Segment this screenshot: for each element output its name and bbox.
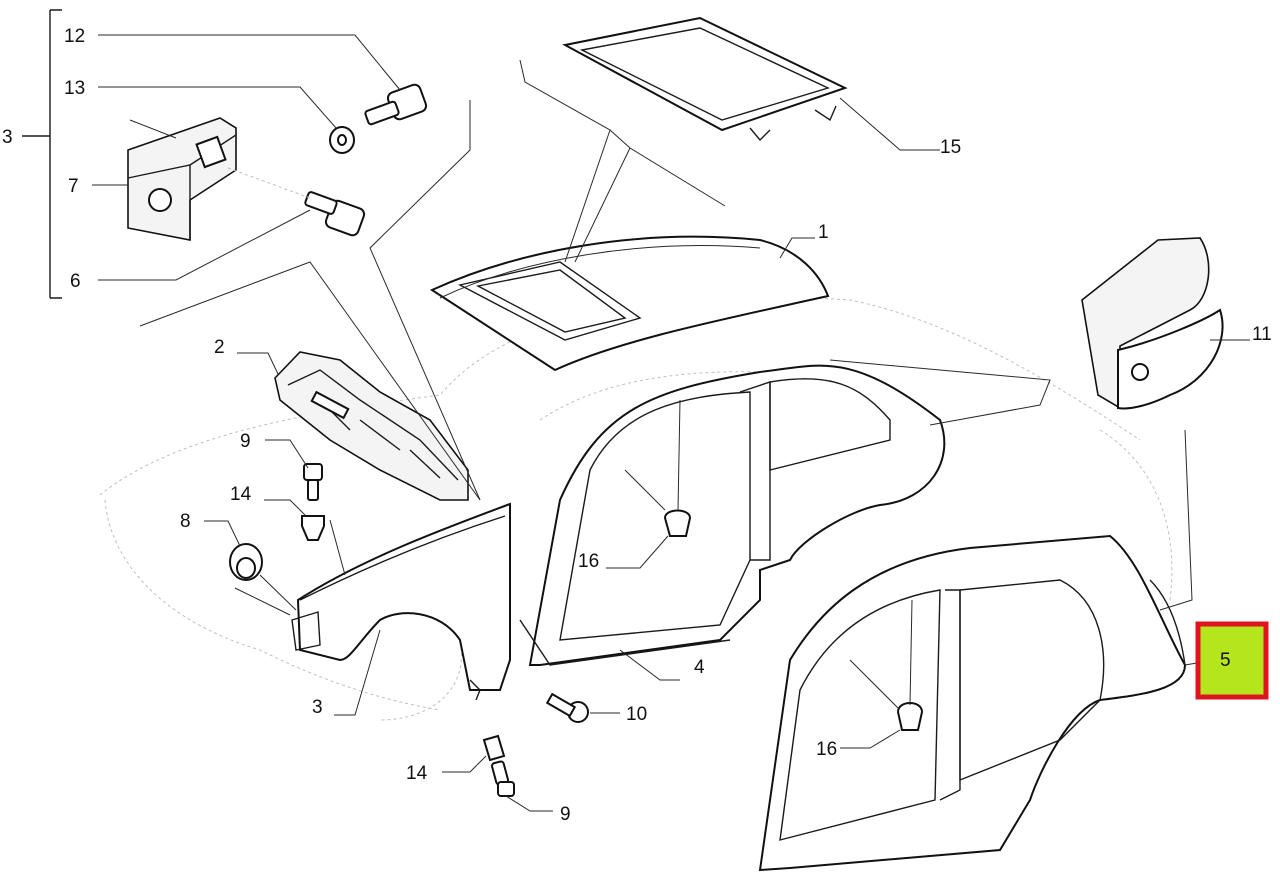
callout-12-upper: 12	[64, 26, 85, 47]
part-9-bolt-upper	[303, 463, 323, 501]
part-16-plug-lower	[849, 599, 924, 731]
part-2-cowl-panel	[274, 351, 469, 501]
part-13-washer	[329, 126, 355, 154]
callout-15: 15	[940, 137, 961, 158]
callout-14-lower: 14	[406, 763, 428, 784]
part-10-bolt	[545, 692, 589, 723]
leader-lines	[92, 34, 1250, 812]
part-14-clip-lower	[482, 734, 506, 762]
callout-10: 10	[626, 704, 647, 725]
callout-5-highlight-box	[1195, 621, 1269, 700]
callout-8: 8	[180, 511, 191, 532]
part-15-sunroof-frame	[562, 16, 848, 142]
callout-1: 1	[818, 222, 829, 243]
part-11-wheel-arch	[1081, 237, 1224, 410]
callout-16-upper: 16	[578, 551, 599, 572]
part-4-side-body-3door	[519, 364, 946, 666]
roof-leaders	[519, 59, 726, 263]
callout-11: 11	[1252, 324, 1272, 345]
callout-16-lower: 16	[816, 739, 837, 760]
part-7-bracket	[127, 117, 237, 241]
callout-9-upper: 9	[240, 431, 251, 452]
callout-2: 2	[214, 337, 225, 358]
callout-7: 7	[68, 176, 79, 197]
part-14-clip-upper	[301, 515, 325, 541]
callout-labels: 12 13 3 7 6 15 1 11 2 9 14 8 16 4 3 10 1…	[2, 26, 1272, 825]
callout-3-fender: 3	[312, 697, 323, 718]
part-1-roof-panel	[429, 235, 830, 372]
part-6-bolt	[227, 167, 366, 237]
part-5-side-body-5door	[758, 534, 1187, 872]
part-12-bolt	[364, 83, 428, 126]
callout-6: 6	[70, 271, 81, 292]
callout-14-upper: 14	[230, 484, 252, 505]
callout-5: 5	[1220, 650, 1231, 671]
callout-4: 4	[694, 657, 705, 678]
callout-3-group: 3	[2, 127, 13, 148]
part-3-front-fender	[291, 502, 511, 701]
part-8-grommet	[229, 543, 263, 581]
callout-9-lower: 9	[560, 804, 571, 825]
part-9-bolt-lower	[491, 760, 515, 797]
part-16-plug-upper	[624, 399, 692, 537]
group-3-bracket	[22, 9, 62, 299]
callout-13: 13	[64, 78, 85, 99]
